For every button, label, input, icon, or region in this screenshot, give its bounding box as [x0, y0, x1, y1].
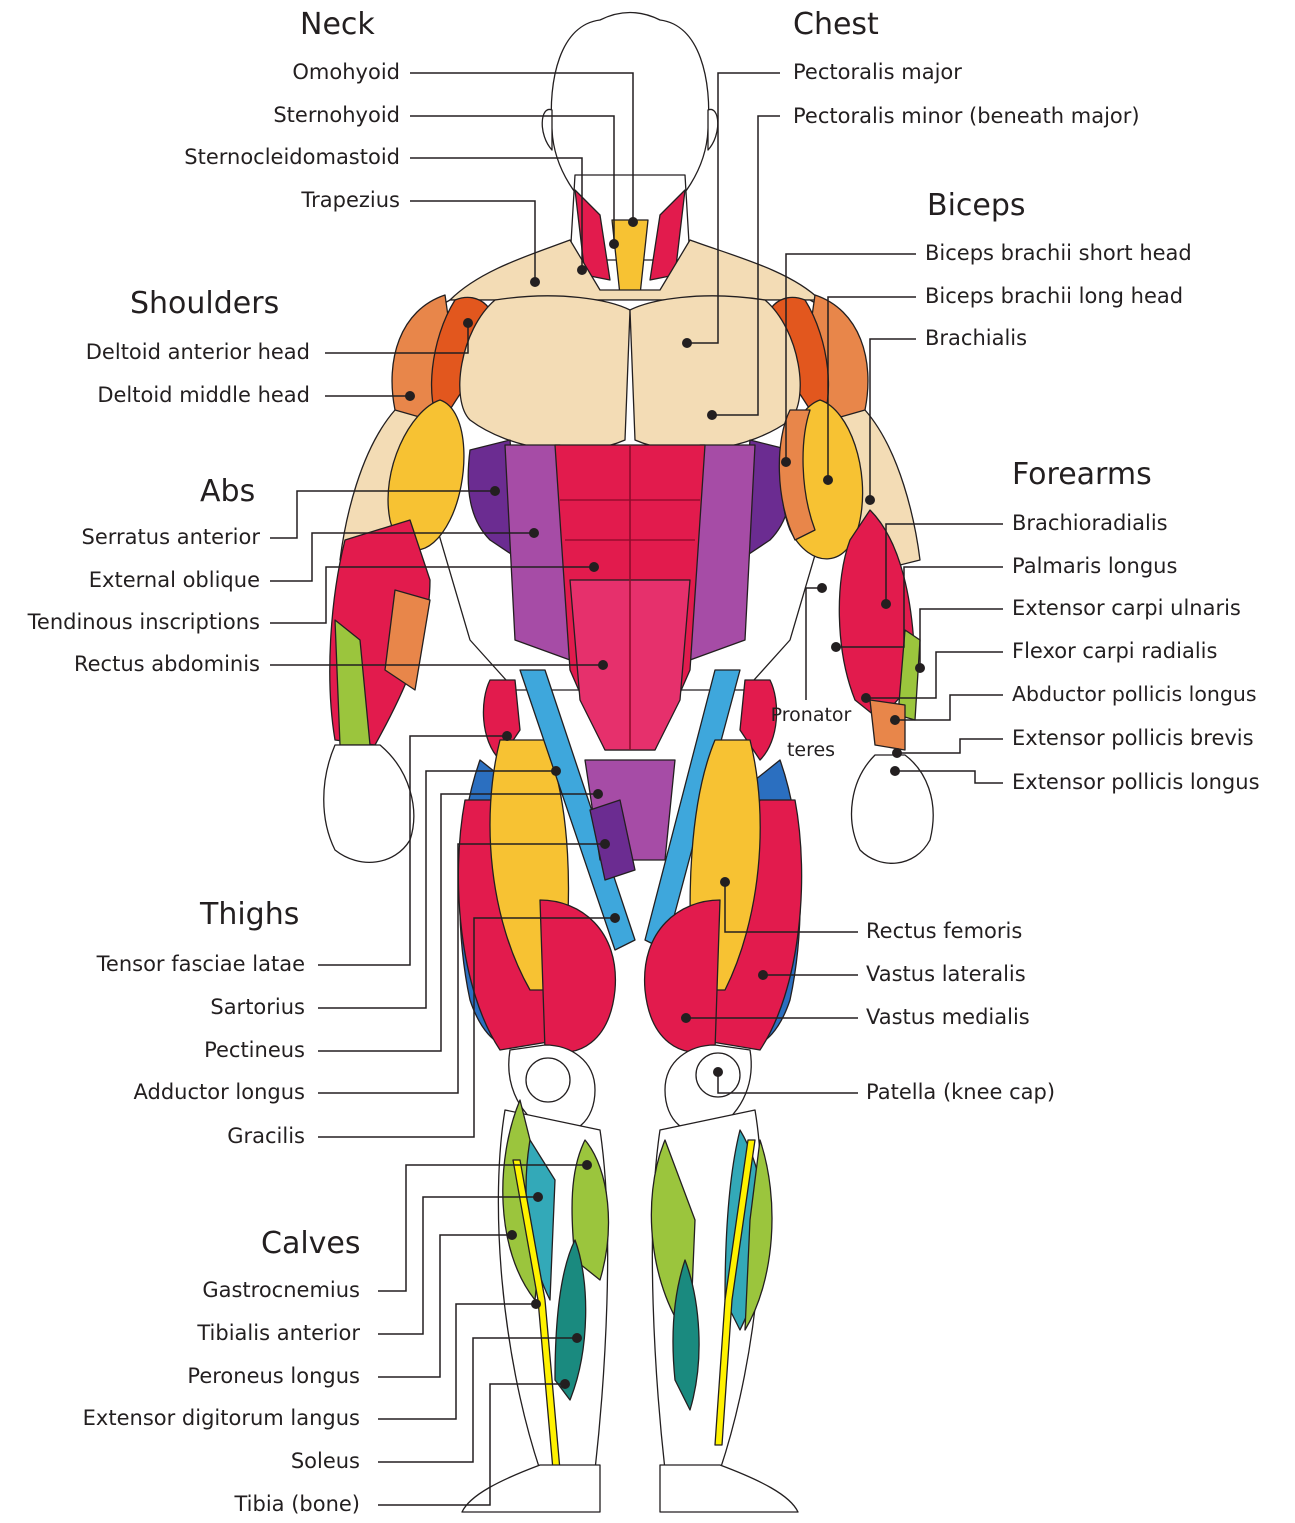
- label-pectoralis-major: Pectoralis major: [793, 62, 962, 83]
- label-extensor-pollicis-longus: Extensor pollicis longus: [1012, 772, 1260, 793]
- label-external-oblique: External oblique: [89, 570, 260, 591]
- label-rectus-abdominis: Rectus abdominis: [74, 654, 260, 675]
- label-tibia: Tibia (bone): [234, 1494, 360, 1515]
- label-omohyoid: Omohyoid: [292, 62, 400, 83]
- thigh-left-medialis: [540, 900, 615, 1053]
- label-sternocleidomastoid: Sternocleidomastoid: [184, 147, 400, 168]
- label-pronator: Pronator: [766, 706, 856, 725]
- label-adductor-longus: Adductor longus: [134, 1082, 305, 1103]
- label-pectoralis-minor: Pectoralis minor (beneath major): [793, 106, 1140, 127]
- label-gracilis: Gracilis: [227, 1126, 305, 1147]
- patella-left: [526, 1058, 570, 1102]
- label-sartorius: Sartorius: [210, 997, 305, 1018]
- label-serratus-anterior: Serratus anterior: [82, 527, 260, 548]
- ear-right: [708, 109, 718, 150]
- heading-thighs: Thighs: [200, 900, 299, 930]
- heading-forearms: Forearms: [1012, 460, 1152, 490]
- pectoralis-left: [460, 296, 630, 451]
- label-sternohyoid: Sternohyoid: [273, 105, 400, 126]
- label-flexor-carpi-radialis: Flexor carpi radialis: [1012, 641, 1217, 662]
- heading-chest: Chest: [793, 10, 879, 40]
- label-brachioradialis: Brachioradialis: [1012, 513, 1168, 534]
- label-pectineus: Pectineus: [204, 1040, 305, 1061]
- label-peroneus-longus: Peroneus longus: [187, 1366, 360, 1387]
- label-tibialis-anterior: Tibialis anterior: [197, 1323, 360, 1344]
- heading-calves: Calves: [261, 1229, 361, 1259]
- label-brachialis: Brachialis: [925, 328, 1027, 349]
- pectoralis-right: [630, 296, 800, 451]
- forearm-right-orange: [870, 700, 905, 750]
- label-soleus: Soleus: [291, 1451, 360, 1472]
- label-rectus-femoris: Rectus femoris: [866, 921, 1022, 942]
- label-vastus-medialis: Vastus medialis: [866, 1007, 1030, 1028]
- label-biceps-long-head: Biceps brachii long head: [925, 286, 1183, 307]
- sternohyoid: [612, 220, 648, 295]
- label-extensor-pollicis-brevis: Extensor pollicis brevis: [1012, 728, 1254, 749]
- label-gastrocnemius: Gastrocnemius: [202, 1280, 360, 1301]
- label-palmaris-longus: Palmaris longus: [1012, 556, 1177, 577]
- label-teres: teres: [766, 741, 856, 760]
- label-deltoid-middle: Deltoid middle head: [97, 385, 310, 406]
- label-patella: Patella (knee cap): [866, 1082, 1055, 1103]
- label-vastus-lateralis: Vastus lateralis: [866, 964, 1026, 985]
- label-trapezius: Trapezius: [301, 190, 400, 211]
- label-extensor-digitorum: Extensor digitorum langus: [83, 1408, 360, 1429]
- label-deltoid-anterior: Deltoid anterior head: [86, 342, 310, 363]
- heading-biceps: Biceps: [927, 191, 1026, 221]
- label-abductor-pollicis-longus: Abductor pollicis longus: [1012, 684, 1257, 705]
- heading-abs: Abs: [200, 477, 255, 507]
- label-tendinous-inscriptions: Tendinous inscriptions: [28, 612, 260, 633]
- label-tensor-fasciae-latae: Tensor fasciae latae: [97, 954, 305, 975]
- heading-neck: Neck: [300, 10, 375, 40]
- label-extensor-carpi-ulnaris: Extensor carpi ulnaris: [1012, 598, 1241, 619]
- heading-shoulders: Shoulders: [130, 289, 279, 319]
- foot-right: [660, 1465, 798, 1512]
- label-biceps-short-head: Biceps brachii short head: [925, 243, 1192, 264]
- hand-left: [324, 745, 414, 862]
